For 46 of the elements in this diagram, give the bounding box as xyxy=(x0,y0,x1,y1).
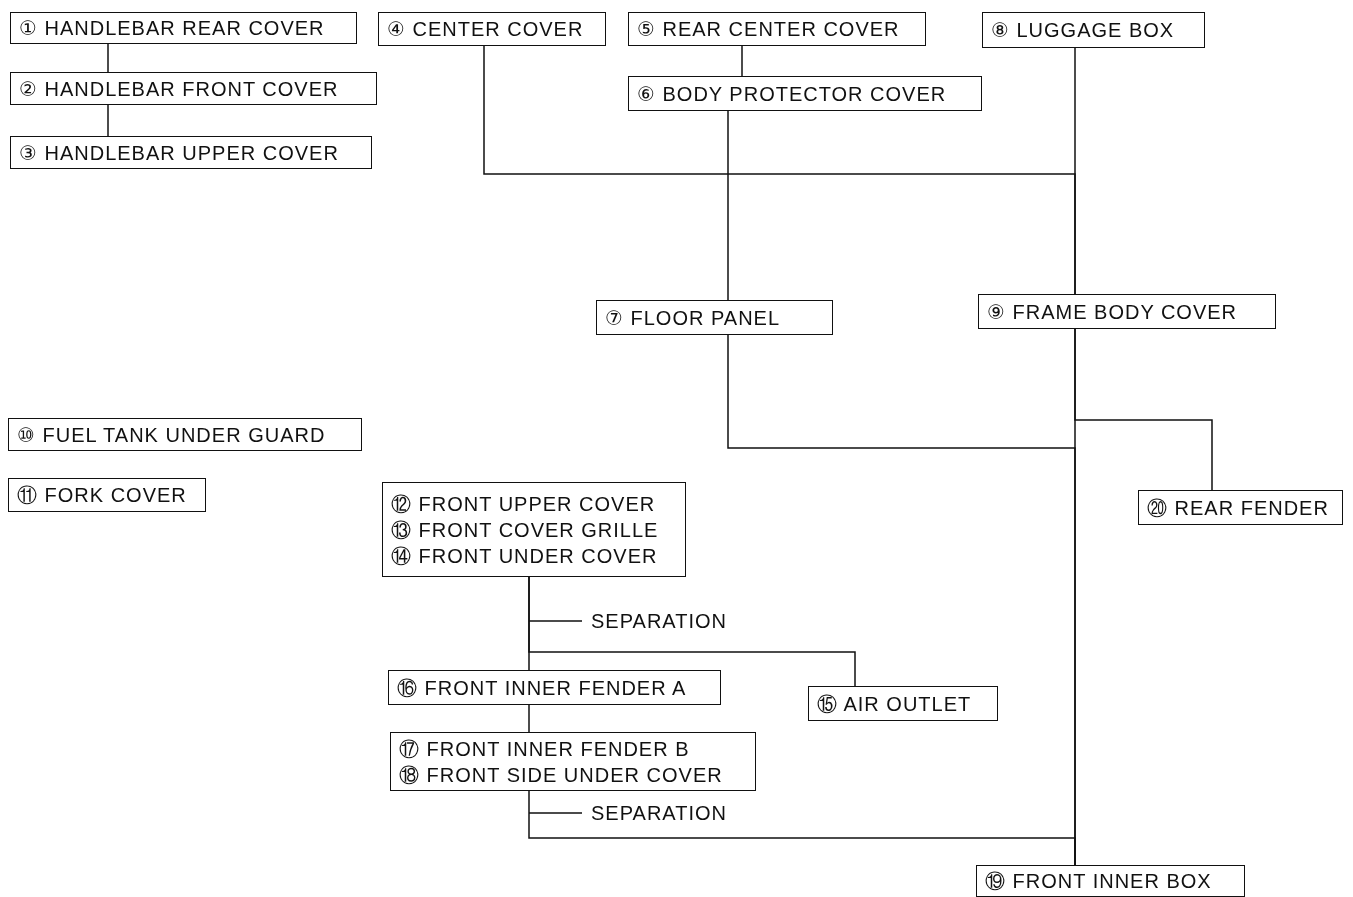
part-name: ② HANDLEBAR FRONT COVER xyxy=(19,76,340,102)
part-name: ⑩ FUEL TANK UNDER GUARD xyxy=(17,422,327,448)
connector-line xyxy=(528,704,530,733)
part-name: ⑮ AIR OUTLET xyxy=(817,691,973,717)
part-name: ④ CENTER COVER xyxy=(387,17,585,42)
connector-line xyxy=(107,43,109,73)
part-box xyxy=(8,478,206,512)
part-box xyxy=(388,670,721,705)
part-box xyxy=(596,300,833,335)
part-name: ⑤ REAR CENTER COVER xyxy=(637,17,901,42)
connector-line xyxy=(1074,328,1213,491)
part-name: ⑬ FRONT COVER GRILLE xyxy=(391,517,660,543)
part-name: ⑯ FRONT INNER FENDER A xyxy=(397,675,688,701)
part-name: ⑭ FRONT UNDER COVER xyxy=(391,543,659,569)
connector-line xyxy=(528,576,856,687)
part-box xyxy=(390,732,756,791)
part-box xyxy=(378,12,606,46)
connector-line xyxy=(727,110,729,301)
part-box xyxy=(1138,490,1343,525)
part-name: ⑫ FRONT UPPER COVER xyxy=(391,491,657,517)
part-box xyxy=(8,418,362,451)
part-name: ⑳ REAR FENDER xyxy=(1147,495,1330,521)
part-box xyxy=(382,482,686,577)
connector-line xyxy=(1074,47,1076,295)
part-box xyxy=(978,294,1276,329)
connector-line xyxy=(741,45,743,77)
part-box xyxy=(10,72,377,105)
part-name: ① HANDLEBAR REAR COVER xyxy=(19,16,326,41)
connector-line xyxy=(107,104,109,137)
part-name: ⑱ FRONT SIDE UNDER COVER xyxy=(399,762,724,788)
part-box xyxy=(10,136,372,169)
connector-line xyxy=(528,790,1076,866)
part-box xyxy=(976,865,1245,897)
part-name: ③ HANDLEBAR UPPER COVER xyxy=(19,140,340,166)
part-box xyxy=(808,686,998,721)
part-name: ⑦ FLOOR PANEL xyxy=(605,305,782,331)
part-name: ⑧ LUGGAGE BOX xyxy=(991,18,1176,43)
part-name: ⑨ FRAME BODY COVER xyxy=(987,299,1239,325)
part-box xyxy=(628,12,926,46)
part-name: ⑥ BODY PROTECTOR COVER xyxy=(637,81,948,107)
part-box xyxy=(982,12,1205,48)
part-box xyxy=(628,76,982,111)
part-name: ⑲ FRONT INNER BOX xyxy=(985,869,1213,894)
part-name: ⑰ FRONT INNER FENDER B xyxy=(399,736,691,762)
part-name: ⑪ FORK COVER xyxy=(17,483,188,508)
part-box xyxy=(10,12,357,44)
